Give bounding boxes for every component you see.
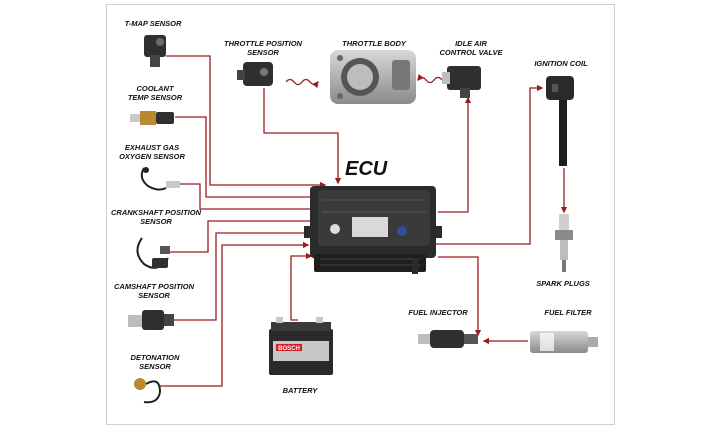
ecu-label-sticker — [352, 217, 388, 237]
wire-tmap — [166, 55, 327, 189]
ignition-coil-image — [546, 76, 574, 166]
label-fuel-injector: FUEL INJECTOR — [398, 308, 478, 317]
label-line: SPARK PLUGS — [536, 279, 590, 288]
label-line: SENSOR — [247, 48, 279, 57]
label-line: CAMSHAFT POSITION — [114, 282, 194, 291]
label-oxygen-sensor: EXHAUST GAS OXYGEN SENSOR — [112, 143, 192, 161]
label-line: IGNITION COIL — [534, 59, 588, 68]
label-line: THROTTLE POSITION — [224, 39, 302, 48]
label-line: THROTTLE BODY — [342, 39, 406, 48]
detonation-sensor-image — [134, 378, 162, 404]
label-line: IDLE AIR — [455, 39, 487, 48]
wire-throttle-position — [263, 88, 342, 185]
wire-idle-air — [438, 96, 472, 213]
label-throttle-position-sensor: THROTTLE POSITION SENSOR — [218, 39, 308, 57]
wire-crankshaft — [168, 217, 317, 253]
label-line: FUEL FILTER — [544, 308, 592, 317]
wires — [160, 55, 568, 387]
battery-image: BOSCH — [269, 317, 333, 375]
crankshaft-sensor-image — [136, 237, 170, 269]
label-line: OXYGEN SENSOR — [119, 152, 185, 161]
label-line: SENSOR — [140, 217, 172, 226]
coolant-sensor-image — [130, 111, 174, 125]
wire-air-idle-to-body — [417, 73, 443, 84]
idle-air-valve-image — [442, 66, 481, 98]
label-spark-plugs: SPARK PLUGS — [530, 279, 596, 288]
label-line: SENSOR — [138, 291, 170, 300]
battery-brand: BOSCH — [278, 346, 300, 352]
label-line: CONTROL VALVE — [439, 48, 503, 57]
ecu-connector — [314, 254, 426, 272]
label-line: SENSOR — [139, 362, 171, 371]
label-throttle-body: THROTTLE BODY — [334, 39, 414, 48]
label-line: T-MAP SENSOR — [124, 19, 182, 28]
label-line: FUEL INJECTOR — [408, 308, 468, 317]
label-battery: BATTERY — [272, 386, 328, 395]
fuel-filter-image — [530, 331, 598, 353]
label-line: TEMP SENSOR — [127, 93, 183, 102]
tmap-sensor-image — [144, 35, 166, 67]
wire-air-throttle-to-body — [285, 78, 319, 89]
label-line: CRANKSHAFT POSITION — [111, 208, 201, 217]
wire-oxygen — [178, 183, 327, 213]
label-idle-air-control-valve: IDLE AIR CONTROL VALVE — [436, 39, 506, 57]
wire-fuel-injector — [438, 256, 482, 337]
throttle-body-image — [330, 50, 416, 104]
oxygen-sensor-image — [140, 167, 180, 191]
label-ignition-coil: IGNITION COIL — [526, 59, 596, 68]
throttle-position-sensor-image — [237, 62, 273, 86]
wire-camshaft — [174, 229, 312, 321]
ecu-unit — [304, 186, 442, 274]
wire-coolant — [175, 116, 327, 201]
label-fuel-filter: FUEL FILTER — [536, 308, 600, 317]
fuel-injector-image — [418, 330, 478, 348]
camshaft-sensor-image — [128, 310, 174, 330]
label-tmap-sensor: T-MAP SENSOR — [118, 19, 188, 28]
label-coolant-sensor: COOLANT TEMP SENSOR — [120, 84, 190, 102]
label-crankshaft-sensor: CRANKSHAFT POSITION SENSOR — [108, 208, 204, 226]
label-line: EXHAUST GAS — [124, 143, 180, 152]
label-detonation-sensor: DETONATION SENSOR — [122, 353, 188, 371]
label-line: COOLANT — [136, 84, 174, 93]
label-camshaft-sensor: CAMSHAFT POSITION SENSOR — [108, 282, 200, 300]
ecu-title: ECU — [345, 158, 388, 180]
label-line: BATTERY — [282, 386, 318, 395]
label-line: DETONATION — [130, 353, 180, 362]
wire-battery — [290, 252, 313, 321]
wire-detonation — [160, 241, 310, 387]
spark-plug-image — [555, 214, 573, 272]
wire-ignition — [436, 84, 544, 245]
